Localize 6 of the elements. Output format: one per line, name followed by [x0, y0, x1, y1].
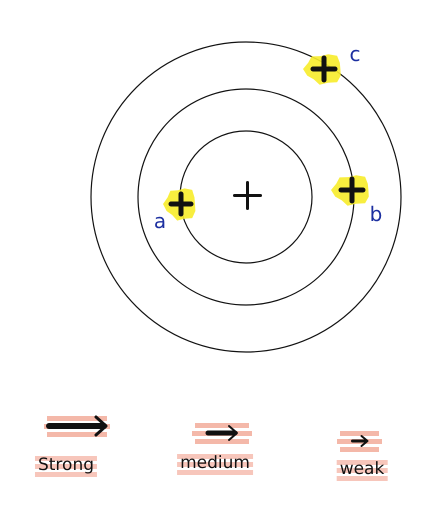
point-label: b	[370, 203, 382, 225]
point-label: a	[154, 210, 166, 232]
legend-label: medium	[177, 451, 253, 475]
point-label: c	[350, 43, 360, 65]
legend-label: weak	[336, 457, 388, 481]
legend-label: Strong	[34, 453, 98, 477]
